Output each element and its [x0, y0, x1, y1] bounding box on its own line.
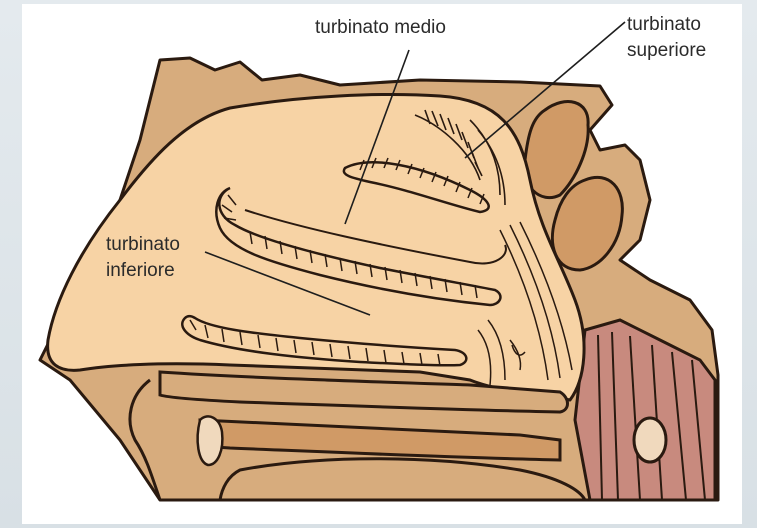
label-turbinato-inferiore-line2: inferiore: [106, 260, 175, 281]
tonsil-shape: [634, 418, 666, 462]
label-turbinato-superiore-line1: turbinato: [627, 14, 701, 35]
label-turbinato-inferiore-line1: turbinato: [106, 234, 180, 255]
label-turbinato-superiore-line2: superiore: [627, 40, 706, 61]
tooth-shape: [198, 416, 223, 465]
label-turbinato-medio: turbinato medio: [315, 17, 446, 38]
